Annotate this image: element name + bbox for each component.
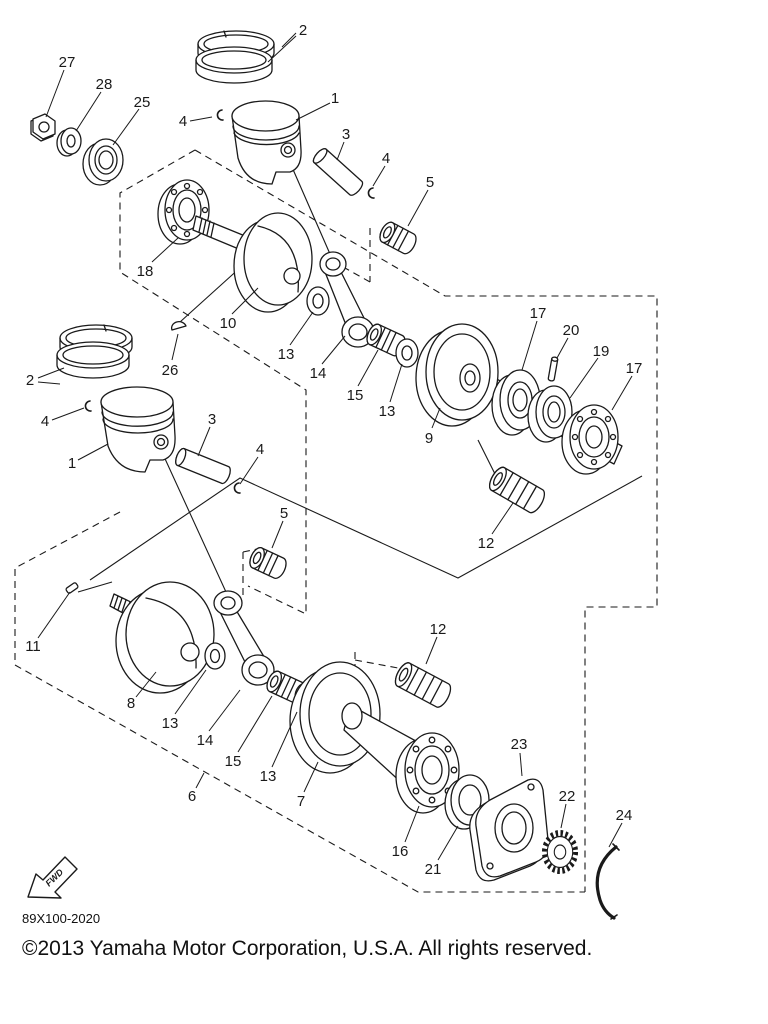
- callout-labels: 2 1 27 28 25 4 3 4 5 18 10 13 14 15 13 9…: [25, 22, 642, 878]
- bearing-16: [395, 732, 460, 814]
- nut: [30, 113, 56, 142]
- callout-piston-pin-upper: 3: [342, 126, 350, 143]
- crankshaft-left-upper: [192, 212, 313, 313]
- piston-pin-clip-lower-right: [233, 482, 241, 494]
- piston-lower: [100, 386, 176, 473]
- callout-crank-9: 9: [425, 430, 433, 447]
- callout-oil-seal: 25: [134, 94, 151, 111]
- callout-crank-pin-12-lower: 12: [430, 621, 447, 638]
- callout-clip-upper-right: 4: [382, 150, 390, 167]
- callout-washer-13-upper-b: 13: [379, 403, 396, 420]
- oil-seal: [82, 138, 124, 186]
- callout-needle-bearing-upper: 5: [426, 174, 434, 191]
- washer: [56, 127, 82, 157]
- callout-piston-rings-upper: 2: [299, 22, 307, 39]
- gear-22: [541, 830, 579, 874]
- callout-crank-7: 7: [297, 793, 305, 810]
- callout-piston-lower: 1: [68, 455, 76, 472]
- piston-pin-upper: [312, 148, 364, 196]
- diagram-code: 89X100-2020: [22, 911, 100, 926]
- callout-washer-13-upper-a: 13: [278, 346, 295, 363]
- callout-piston-upper: 1: [331, 90, 339, 107]
- seal-19: [527, 385, 573, 443]
- callout-seal-19: 19: [593, 343, 610, 360]
- callout-leader-lines: [37, 32, 633, 861]
- callout-key-26: 26: [162, 362, 179, 379]
- callout-housing-23: 23: [511, 736, 528, 753]
- callout-oil-seal-21: 21: [425, 861, 442, 878]
- piston-pin-clip-upper-right: [367, 187, 375, 199]
- circlip-24: [595, 843, 620, 920]
- crank-pin-12-upper: [488, 466, 546, 514]
- callout-clip-upper-left: 4: [179, 113, 187, 130]
- callout-needle-bearing-lower: 5: [280, 505, 288, 522]
- woodruff-key-26: [170, 321, 187, 331]
- callout-crank-8: 8: [127, 695, 135, 712]
- callout-gear-22: 22: [559, 788, 576, 805]
- callout-crankshaft-assembly-6: 6: [188, 788, 196, 805]
- crank-pin-12-lower: [394, 662, 452, 708]
- callout-clip-lower-right: 4: [256, 441, 264, 458]
- callout-crank-pin-12-upper: 12: [478, 535, 495, 552]
- callout-bearing-17-right: 17: [626, 360, 643, 377]
- crankshaft-right-lower: [289, 661, 426, 797]
- copyright-notice: ©2013 Yamaha Motor Corporation, U.S.A. A…: [22, 937, 592, 960]
- callout-washer-13-lower-a: 13: [162, 715, 179, 732]
- callout-bearing-15-lower: 15: [225, 753, 242, 770]
- callout-piston-rings-lower: 2: [26, 372, 34, 389]
- thrust-washer-13-upper-a: [306, 286, 330, 316]
- piston-ring-set-lower: [56, 324, 133, 379]
- bearing-17-right: [561, 404, 619, 475]
- callout-conrod-lower: 14: [197, 732, 214, 749]
- callout-piston-pin-lower: 3: [208, 411, 216, 428]
- callout-clip-lower-left: 4: [41, 413, 49, 430]
- callout-washer-13-lower-b: 13: [260, 768, 277, 785]
- crankshaft-left-lower: [109, 581, 215, 694]
- piston-pin-clip-lower-left: [84, 400, 92, 412]
- woodruff-key-11: [65, 582, 79, 594]
- callout-pin-20: 20: [563, 322, 580, 339]
- piston-upper: [231, 100, 302, 185]
- needle-bearing-upper: [379, 221, 417, 255]
- connecting-rod-upper: [319, 251, 375, 348]
- callout-conrod-upper: 14: [310, 365, 327, 382]
- callout-bearing-16: 16: [392, 843, 409, 860]
- pin-20: [547, 356, 559, 382]
- callout-crank-10: 10: [220, 315, 237, 332]
- callout-washer: 28: [96, 76, 113, 93]
- bearing-18: [157, 179, 210, 245]
- thrust-washer-13-lower-a: [204, 642, 226, 670]
- thrust-washer-13-upper-b: [395, 338, 419, 368]
- callout-circlip-24: 24: [616, 807, 633, 824]
- callout-key-11: 11: [25, 638, 41, 655]
- bearing-housing-23: [469, 778, 549, 882]
- piston-ring-set-upper: [195, 30, 275, 84]
- callout-bearing-17-left: 17: [530, 305, 547, 322]
- piston-pin-lower: [175, 447, 231, 485]
- callout-bearing-15-upper: 15: [347, 387, 364, 404]
- piston-pin-clip-upper-left: [216, 109, 224, 121]
- callout-nut: 27: [59, 54, 76, 71]
- needle-bearing-lower: [249, 546, 287, 579]
- fwd-arrow-icon: FWD: [27, 856, 78, 899]
- connecting-rod-lower: [213, 590, 275, 686]
- callout-bearing-18: 18: [137, 263, 154, 280]
